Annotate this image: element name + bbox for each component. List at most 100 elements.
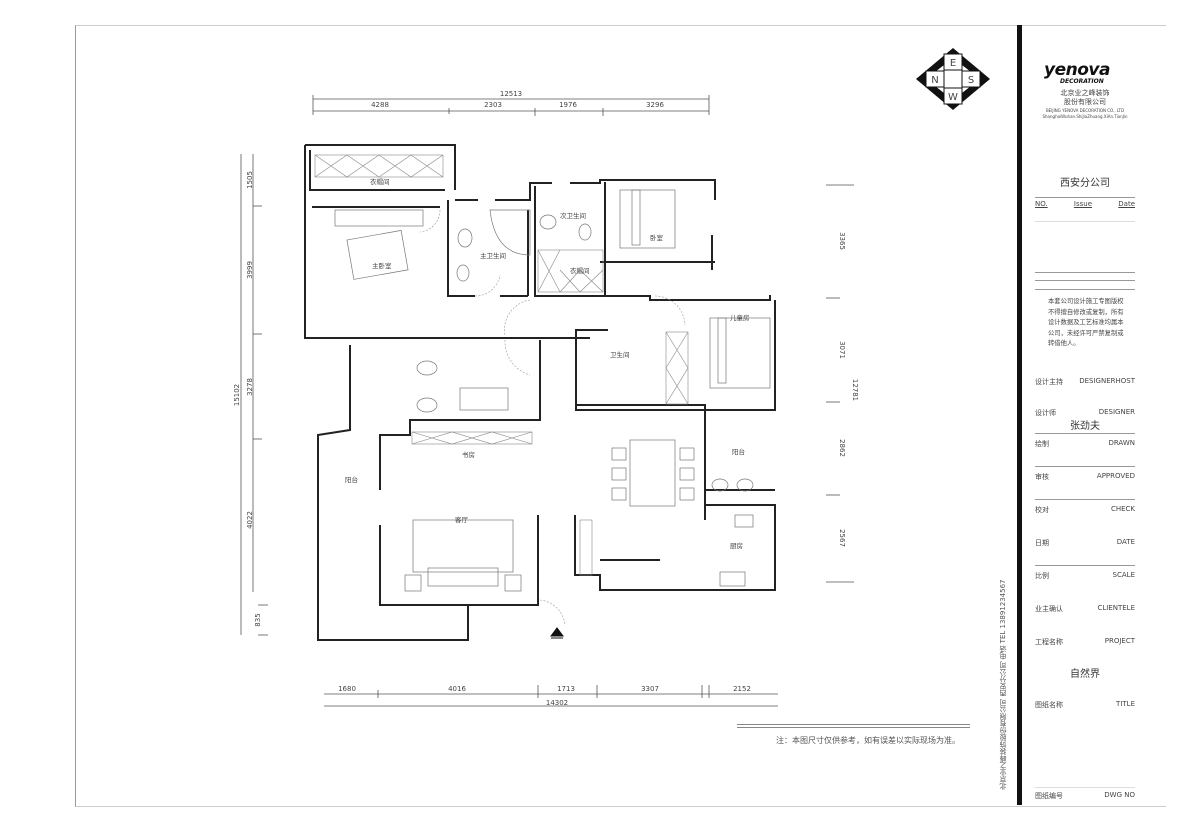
label-en: APPROVED [1096, 472, 1135, 480]
rug [412, 519, 514, 573]
dim-top-3: 1976 [559, 101, 577, 109]
room-kitchen: 厨房 [730, 541, 743, 550]
bed-3 [709, 317, 771, 389]
bathtub [489, 209, 531, 256]
compass-w: W [948, 92, 958, 103]
divider [1035, 565, 1135, 566]
label-en: DRAWN [1108, 439, 1135, 447]
dim-left-3: 3278 [246, 378, 254, 396]
stove [719, 571, 746, 587]
room-balcony: 阳台 [732, 447, 745, 456]
label-en: CHECK [1110, 505, 1135, 513]
dim-bottom-1: 1680 [338, 685, 356, 693]
label-cn: 图纸编号 [1035, 792, 1063, 800]
compass-n: N [931, 75, 938, 86]
right-dimension-labels: 3365 3071 2862 2567 12781 [838, 232, 859, 547]
room-master-bedroom: 主卧室 [372, 261, 392, 270]
label-cn: 图纸名称 [1035, 701, 1063, 709]
furniture [334, 189, 771, 592]
company-cn-1: 北京业之峰装饰 [1060, 89, 1110, 97]
label-cn: 业主确认 [1035, 605, 1063, 613]
room-labels: 衣帽间 主卧室 主卫生间 次卫生间 衣帽间 卧室 儿童房 卫生间 阳台 厨房 客… [345, 177, 750, 550]
closet-cabinets [314, 154, 689, 576]
dim-bottom-5: 2152 [733, 685, 751, 693]
dim-right-3: 2862 [838, 439, 846, 457]
dim-top-total: 12513 [500, 90, 522, 98]
label-en: TITLE [1116, 700, 1135, 708]
label-cn: 日期 [1035, 539, 1049, 547]
dim-bottom-2: 4016 [448, 685, 466, 693]
room-wardrobe: 衣帽间 [570, 266, 590, 275]
footnote-rule [737, 724, 970, 725]
divider [1035, 197, 1135, 198]
divider [1035, 272, 1135, 273]
label-en: CLIENTELE [1097, 604, 1135, 612]
issue-label: Issue [1073, 200, 1093, 208]
divider [1035, 787, 1135, 788]
row-scale: 比例 SCALE [1035, 571, 1135, 581]
brand-sub: DECORATION [1060, 78, 1104, 85]
room-study: 书房 [462, 450, 475, 459]
dim-left-4: 4022 [246, 511, 254, 529]
row-title: 图纸名称 TITLE [1035, 700, 1135, 710]
bed-headboard [334, 209, 424, 227]
room-master-bath: 主卫生间 [480, 251, 506, 260]
compass-s: S [968, 75, 974, 86]
footnote-rule [737, 727, 970, 728]
title-block: yenova DECORATION 北京业之峰装饰 股份有限公司 BEIJING… [1030, 25, 1145, 805]
divider [1035, 433, 1135, 434]
brand-logo: yenova [1044, 60, 1110, 80]
dim-left-total: 15102 [233, 384, 241, 406]
entrance-icon [550, 627, 564, 639]
row-dwg-no: 图纸编号 DWG NO [1035, 791, 1135, 801]
issue-no: NO. [1035, 200, 1048, 208]
issue-date: Date [1118, 200, 1135, 208]
row-client: 业主确认 CLIENTELE [1035, 604, 1135, 614]
dim-top-4: 3296 [646, 101, 664, 109]
title-block-border [1017, 25, 1022, 805]
compass-e: E [950, 58, 956, 69]
doors [419, 209, 686, 626]
divider [1035, 221, 1135, 222]
dim-top-2: 2303 [484, 101, 502, 109]
branch-name: 西安分公司 [1060, 178, 1110, 189]
label-en: DWG NO [1104, 791, 1135, 799]
label-en: PROJECT [1104, 637, 1135, 645]
issue-header: NO. Issue Date [1035, 200, 1135, 208]
label-cn: 比例 [1035, 572, 1049, 580]
top-dimension-lines [312, 95, 710, 116]
sofa [427, 567, 499, 587]
copyright-note: 本套公司设计施工专图版权不得擅自修改或复制，所有设计数据及工艺标准均属本公司，未… [1048, 298, 1124, 347]
room-bedroom-2: 卧室 [650, 233, 664, 242]
bed [346, 230, 409, 280]
label-cn: 校对 [1035, 506, 1049, 514]
toilet [457, 228, 473, 248]
dim-right-4: 2567 [838, 529, 846, 547]
row-check: 校对 CHECK [1035, 505, 1135, 515]
company-en-2: ShanghaiWuhan.ShiJiaZhuang.XiAn.TianJin [1042, 114, 1128, 119]
dim-right-1: 3365 [838, 232, 846, 250]
room-bath-3: 卫生间 [610, 350, 630, 359]
drawing-frame [75, 25, 1166, 807]
left-dimension-lines [240, 154, 268, 636]
label-en: SCALE [1112, 571, 1135, 579]
divider [1035, 289, 1135, 290]
label-cn: 绘制 [1035, 440, 1049, 448]
bottom-dimension-lines [324, 685, 778, 707]
divider [1035, 499, 1135, 500]
dim-bottom-4: 3307 [641, 685, 659, 693]
dim-right-total: 12781 [851, 379, 859, 401]
company-en-1: BEIJING YENOVA DECORATION CO., LTD [1045, 108, 1125, 113]
room-living: 客厅 [455, 515, 469, 524]
designer-name: 张劲夫 [1070, 421, 1100, 432]
dim-right-2: 3071 [838, 341, 846, 359]
label-cn: 设计主持 [1035, 378, 1063, 386]
room-second-bath: 次卫生间 [560, 211, 586, 220]
walls [304, 144, 776, 641]
right-dimension-lines [826, 184, 854, 583]
